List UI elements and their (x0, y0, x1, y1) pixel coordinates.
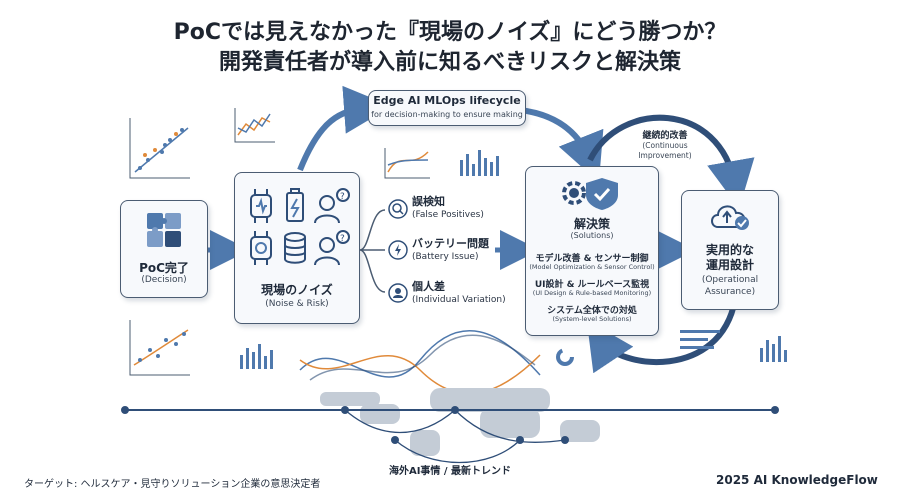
mini-donut (556, 348, 574, 366)
solution-1-title: モデル改善 & センサー制御 (535, 254, 649, 264)
battery-icon (286, 188, 304, 222)
page-title-line1: PoCでは見えなかった『現場のノイズ』にどう勝つか？ (173, 20, 727, 45)
risk-2-subtitle: (Battery Issue) (412, 252, 479, 262)
person-icon (388, 283, 408, 303)
smartwatch-icon (250, 189, 272, 223)
poc-title: PoC完了 (139, 261, 189, 275)
solutions-title: 解決策 (573, 217, 610, 231)
improvement-loop-top (587, 114, 755, 209)
risk-3-title: 個人差 (412, 280, 445, 293)
noise-icons: ? ? (250, 188, 350, 266)
solution-1-subtitle: (Model Optimization & Sensor Control) (529, 263, 655, 271)
improvement-subtitle-2: Improvement) (638, 151, 692, 160)
mini-chart-scatter-1 (129, 118, 190, 179)
improvement-subtitle-1: (Continuous (642, 141, 688, 150)
mini-chart-bars-2 (240, 344, 273, 369)
lightning-icon (388, 240, 408, 260)
mini-chart-bars-3 (680, 330, 720, 349)
solution-3-subtitle: (System-level Solutions) (552, 315, 632, 323)
operations-title-2: 運用設計 (705, 258, 754, 272)
svg-text:?: ? (340, 192, 345, 202)
solution-2-title: UI設計 & ルールベース監視 (534, 280, 650, 290)
footer-target: ターゲット: ヘルスケア・見守りソリューション企業の意思決定者 (24, 479, 321, 490)
solutions-subtitle: (Solutions) (570, 231, 614, 240)
page-title-line2: 開発責任者が導入前に知るべきリスクと解決策 (218, 50, 681, 75)
lifecycle-subtitle: for decision-making to ensure making (371, 110, 523, 119)
improvement-loop-bottom (586, 299, 738, 374)
risk-1-title: 誤検知 (412, 195, 445, 208)
poc-card: PoC完了 (Decision) (120, 200, 208, 298)
mini-chart-line-1 (234, 108, 275, 143)
mini-chart-bars-1 (460, 150, 499, 176)
puzzle-icon (147, 213, 181, 247)
operations-card: 実用的な 運用設計 (Operational Assurance) (681, 190, 779, 310)
signal-waves (299, 330, 541, 395)
noise-title: 現場のノイズ (261, 283, 333, 297)
noise-card: ? ? 現場のノイズ (Noise & Risk) (234, 172, 360, 324)
footer-brand: 2025 AI KnowledgeFlow (716, 473, 878, 487)
solution-2-subtitle: (UI Design & Rule-based Monitoring) (532, 289, 652, 297)
watch-2-icon (250, 231, 272, 265)
map-caption: 海外AI事情 / 最新トレンド (388, 466, 512, 477)
gear-shield-icon (562, 178, 618, 210)
risk-1-subtitle: (False Positives) (412, 210, 484, 220)
poc-subtitle: (Decision) (141, 275, 187, 285)
noise-subtitle: (Noise & Risk) (265, 299, 329, 309)
mini-chart-scatter-2 (129, 320, 190, 376)
improvement-title: 継続的改善 (642, 131, 688, 141)
person-question-icon: ? (314, 188, 350, 224)
database-icon (284, 232, 306, 264)
mini-chart-line-2 (384, 148, 430, 179)
risk-3-subtitle: (Individual Variation) (412, 295, 506, 305)
lifecycle-box: Edge AI MLOps lifecycle for decision-mak… (368, 90, 526, 126)
operations-subtitle-1: (Operational (701, 275, 759, 285)
cloud-check-icon (711, 205, 749, 230)
cycle-arrow-down (519, 107, 604, 183)
lifecycle-title: Edge AI MLOps lifecycle (373, 94, 521, 107)
network-arcs (344, 409, 566, 464)
branch-lines (359, 209, 386, 293)
mini-chart-bars-4 (760, 336, 787, 362)
operations-subtitle-2: Assurance) (704, 287, 756, 297)
operations-title-1: 実用的な (705, 243, 754, 257)
person-question-2-icon: ? (314, 230, 350, 266)
solutions-card: 解決策 (Solutions) モデル改善 & センサー制御 (Model Op… (525, 166, 659, 336)
risk-2-title: バッテリー問題 (412, 237, 489, 250)
search-alert-icon (388, 199, 408, 219)
solution-3-title: システム全体での対処 (547, 306, 637, 316)
svg-text:?: ? (340, 234, 345, 244)
cycle-arrow-up (297, 85, 392, 172)
